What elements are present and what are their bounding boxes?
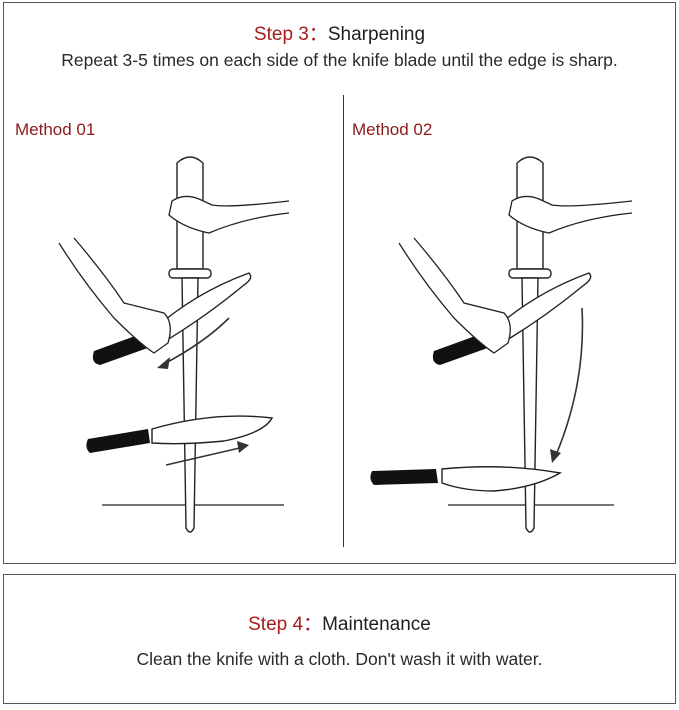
step3-title: Step 3：Sharpening xyxy=(4,19,675,46)
step3-name: Sharpening xyxy=(327,24,426,45)
method-02-label: Method 02 xyxy=(352,120,433,139)
method-02-illustration xyxy=(370,156,633,533)
step3-label: Step 3 xyxy=(253,24,309,45)
hand-icon xyxy=(168,195,290,234)
arrow-icon xyxy=(161,317,230,366)
maintenance-panel: Step 4：Maintenance Clean the knife with … xyxy=(3,574,676,704)
step3-description: Repeat 3-5 times on each side of the kni… xyxy=(61,50,618,70)
sharpening-panel: Step 3：Sharpening Repeat 3-5 times on ea… xyxy=(3,2,676,564)
hand-icon xyxy=(58,237,171,354)
step4-description: Clean the knife with a cloth. Don't wash… xyxy=(136,649,543,669)
arrow-icon xyxy=(555,307,584,456)
divider-line xyxy=(343,95,344,547)
method-01-label: Method 01 xyxy=(15,120,96,139)
step4-label: Step 4 xyxy=(248,614,304,635)
arrow-icon xyxy=(165,446,245,466)
step4-name: Maintenance xyxy=(322,614,431,635)
hand-icon xyxy=(508,195,633,234)
knife-icon xyxy=(86,415,274,453)
knife-icon xyxy=(370,466,563,492)
step3-separator: ： xyxy=(308,24,328,45)
method-01-illustration xyxy=(58,156,290,533)
honing-rod-icon xyxy=(168,156,212,533)
hand-icon xyxy=(398,237,511,354)
step4-title: Step 4：Maintenance xyxy=(4,609,675,636)
step4-separator: ： xyxy=(303,614,323,635)
